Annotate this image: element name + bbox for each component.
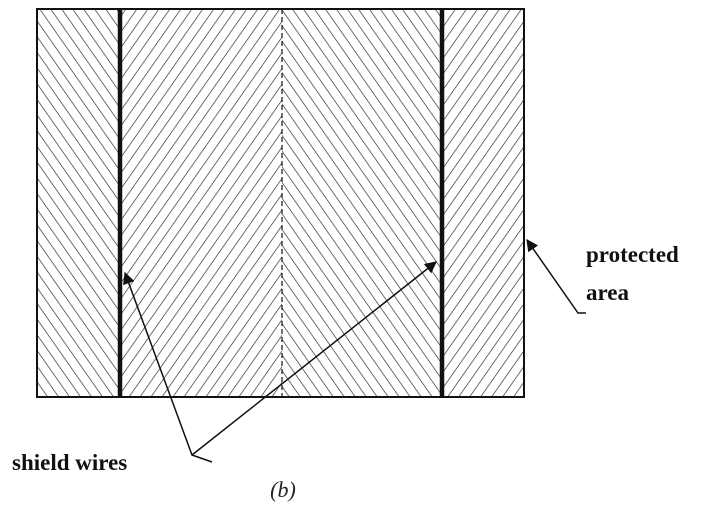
shield-wires-leader-right [191,261,437,456]
hatch-region-center-right [282,9,442,397]
hatch-region-left [37,9,120,397]
figure-caption: (b) [270,477,296,502]
protected-area-hatching [37,9,524,397]
protected-area-label-line2: area [586,280,630,305]
shield-wires-label: shield wires [12,450,127,475]
protected-area-label-line1: protected [586,242,679,267]
protected-area-outline [36,8,525,398]
hatch-region-center-left [120,9,282,397]
protected-area-leader [526,239,586,314]
hatch-region-right [442,9,524,397]
